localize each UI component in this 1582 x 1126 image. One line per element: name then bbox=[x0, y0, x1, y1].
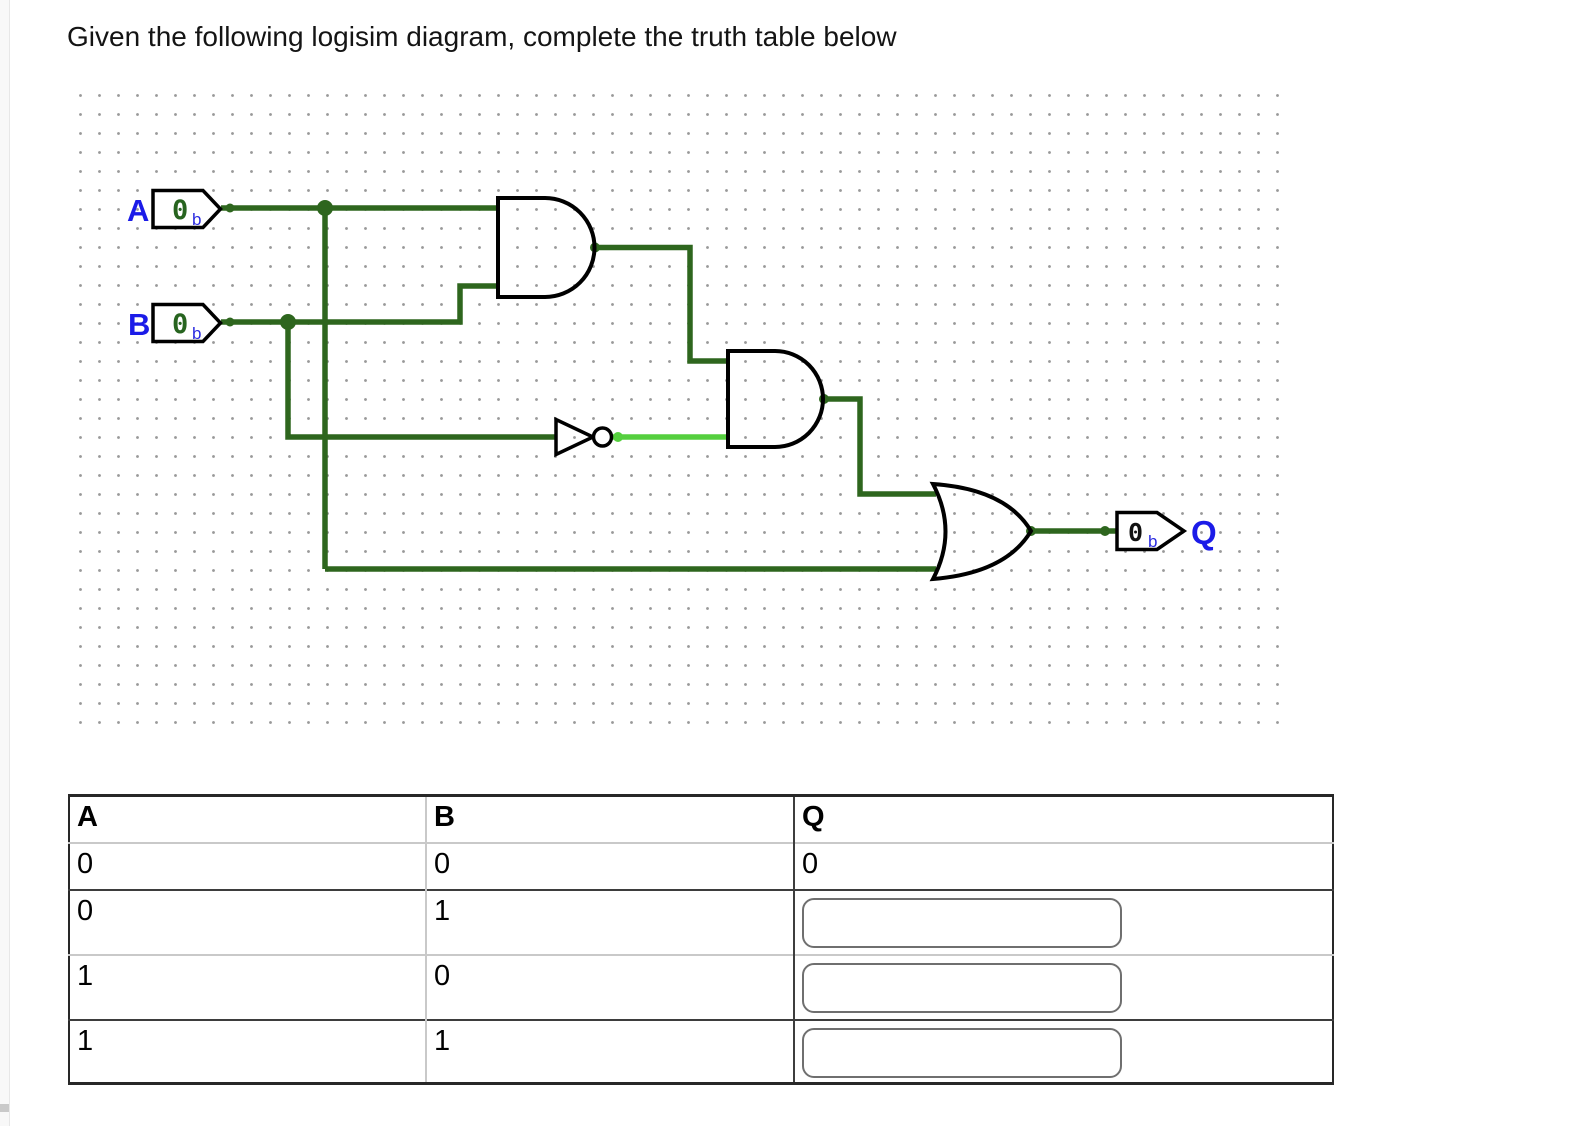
truth-table-row: 0 0 0 bbox=[69, 842, 1333, 890]
grid-dots bbox=[70, 85, 1283, 726]
input-pin-b[interactable]: B 0 b bbox=[128, 302, 223, 344]
not-gate bbox=[554, 416, 614, 458]
header-q: Q bbox=[802, 801, 825, 833]
pin-a-label: A bbox=[127, 193, 149, 228]
pin-b-value: 0 bbox=[172, 309, 188, 340]
pin-a-radix: b bbox=[192, 210, 201, 229]
wire bbox=[221, 283, 498, 325]
truth-table: A B Q 0 0 0 0 1 1 0 1 1 bbox=[68, 794, 1334, 1085]
pin-q-value: 0 bbox=[1128, 518, 1143, 547]
logisim-canvas: A 0 b B 0 b 0 b Q bbox=[0, 60, 1582, 780]
cell-a: 0 bbox=[69, 842, 427, 890]
and-gate-1 bbox=[496, 196, 597, 299]
or-gate bbox=[929, 481, 1034, 582]
wire bbox=[594, 244, 728, 364]
pin-a-value: 0 bbox=[172, 195, 188, 226]
pin-b-radix: b bbox=[192, 324, 201, 343]
cell-q: 0 bbox=[802, 847, 819, 880]
question-title: Given the following logisim diagram, com… bbox=[67, 21, 897, 52]
pin-q-label: Q bbox=[1191, 514, 1217, 551]
and-gate-2 bbox=[726, 349, 825, 449]
wire-junctions bbox=[225, 200, 1110, 536]
pin-q-radix: b bbox=[1148, 532, 1157, 551]
not-gate-triangle bbox=[554, 416, 598, 458]
truth-table-row: 0 1 bbox=[69, 889, 1333, 955]
input-pin-b-shape[interactable] bbox=[151, 302, 223, 344]
not-gate-bubble bbox=[591, 426, 614, 448]
cell-a: 0 bbox=[69, 889, 427, 955]
output-pin-q: 0 b Q bbox=[1115, 510, 1217, 552]
wire-endpoint bbox=[225, 203, 235, 213]
q-answer-input-row3[interactable] bbox=[802, 962, 1122, 1013]
wire-endpoint bbox=[613, 432, 623, 442]
truth-table-header-row: A B Q bbox=[69, 795, 1333, 843]
left-scrollbar-track[interactable] bbox=[0, 0, 10, 1126]
cell-b: 0 bbox=[426, 954, 795, 1020]
wire bbox=[285, 322, 556, 440]
cell-q bbox=[794, 955, 1333, 1020]
header-b: B bbox=[426, 795, 795, 843]
cell-a: 1 bbox=[69, 1019, 427, 1084]
cell-b: 1 bbox=[426, 1019, 795, 1084]
cell-b: 1 bbox=[426, 889, 795, 955]
input-pin-a[interactable]: A 0 b bbox=[127, 188, 223, 230]
input-pin-a-shape[interactable] bbox=[151, 188, 223, 230]
q-answer-input-row4[interactable] bbox=[802, 1027, 1122, 1078]
circuit-diagram: A 0 b B 0 b 0 b Q bbox=[127, 188, 1217, 582]
wire-junction bbox=[317, 200, 333, 216]
truth-table-row: 1 1 bbox=[69, 1019, 1333, 1084]
q-answer-input-row2[interactable] bbox=[802, 897, 1122, 948]
cell-a: 1 bbox=[69, 954, 427, 1020]
wires-low bbox=[221, 205, 1117, 572]
pin-b-label: B bbox=[128, 307, 150, 342]
cell-q bbox=[794, 1020, 1333, 1084]
truth-table-row: 1 0 bbox=[69, 954, 1333, 1020]
left-scrollbar-thumb[interactable] bbox=[0, 1104, 9, 1112]
output-pin-q-shape bbox=[1115, 510, 1188, 552]
wire-endpoint bbox=[225, 317, 235, 327]
header-a: A bbox=[69, 795, 427, 843]
wire-junction bbox=[280, 314, 296, 330]
wire-endpoint bbox=[1100, 526, 1110, 536]
cell-b: 0 bbox=[426, 842, 795, 890]
wire bbox=[823, 396, 936, 497]
cell-q bbox=[794, 890, 1333, 955]
